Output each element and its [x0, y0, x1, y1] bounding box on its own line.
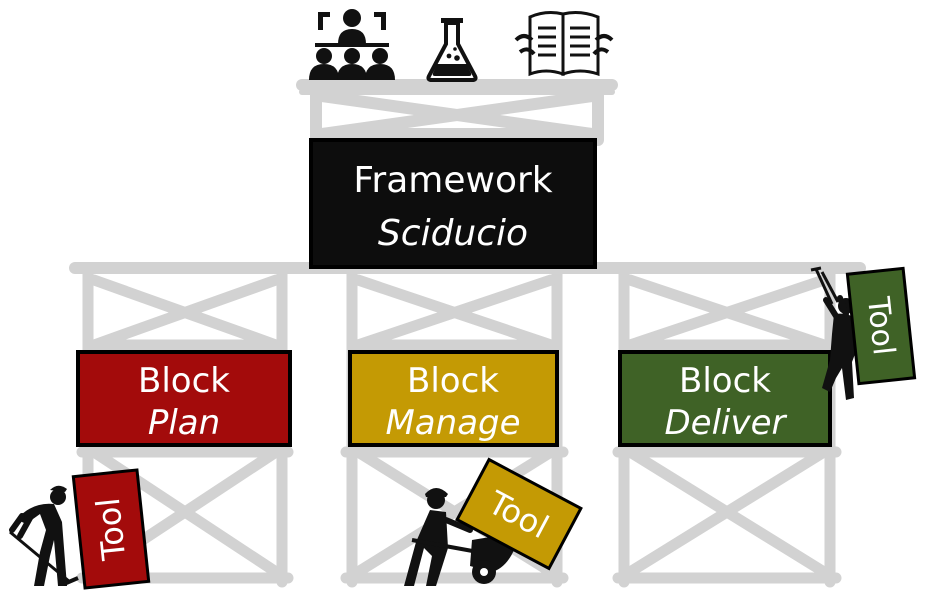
raking-worker-icon — [9, 485, 79, 586]
climbing-worker-icon — [810, 266, 858, 400]
laboratory-flask-icon — [426, 18, 478, 82]
deliver-tool-label: Tool — [860, 294, 901, 357]
block-plan-box: Block Plan — [76, 350, 292, 447]
block-plan-bg — [76, 350, 292, 447]
plan-tool-label: Tool — [89, 496, 133, 563]
framework-box: Framework Sciducio — [309, 138, 597, 269]
deliver-tool-bg — [845, 266, 917, 386]
presentation-audience-icon — [309, 9, 395, 80]
manage-tool-bg — [455, 457, 583, 571]
block-manage-bg — [348, 350, 559, 447]
deliver-tool-card: Tool — [845, 266, 917, 386]
block-plan-title: Block — [138, 361, 230, 401]
plan-tool-bg — [71, 468, 151, 590]
framework-box-bg — [309, 138, 597, 269]
block-deliver-subtitle: Deliver — [664, 403, 787, 443]
block-manage-box: Block Manage — [348, 350, 559, 447]
top-scaffold — [296, 79, 618, 146]
open-book-icon — [514, 11, 614, 77]
block-plan-subtitle: Plan — [148, 403, 220, 443]
manage-tool-card: Tool — [455, 457, 583, 571]
block-deliver-box: Block Deliver — [618, 350, 832, 447]
plan-tool-card: Tool — [71, 468, 151, 590]
block-deliver-bg — [618, 350, 832, 447]
block-deliver-title: Block — [679, 361, 771, 401]
framework-title: Framework — [353, 160, 552, 201]
block-manage-subtitle: Manage — [385, 403, 520, 443]
wheelbarrow-worker-icon — [404, 488, 520, 586]
block-manage-title: Block — [407, 361, 499, 401]
framework-subtitle: Sciducio — [378, 213, 528, 254]
